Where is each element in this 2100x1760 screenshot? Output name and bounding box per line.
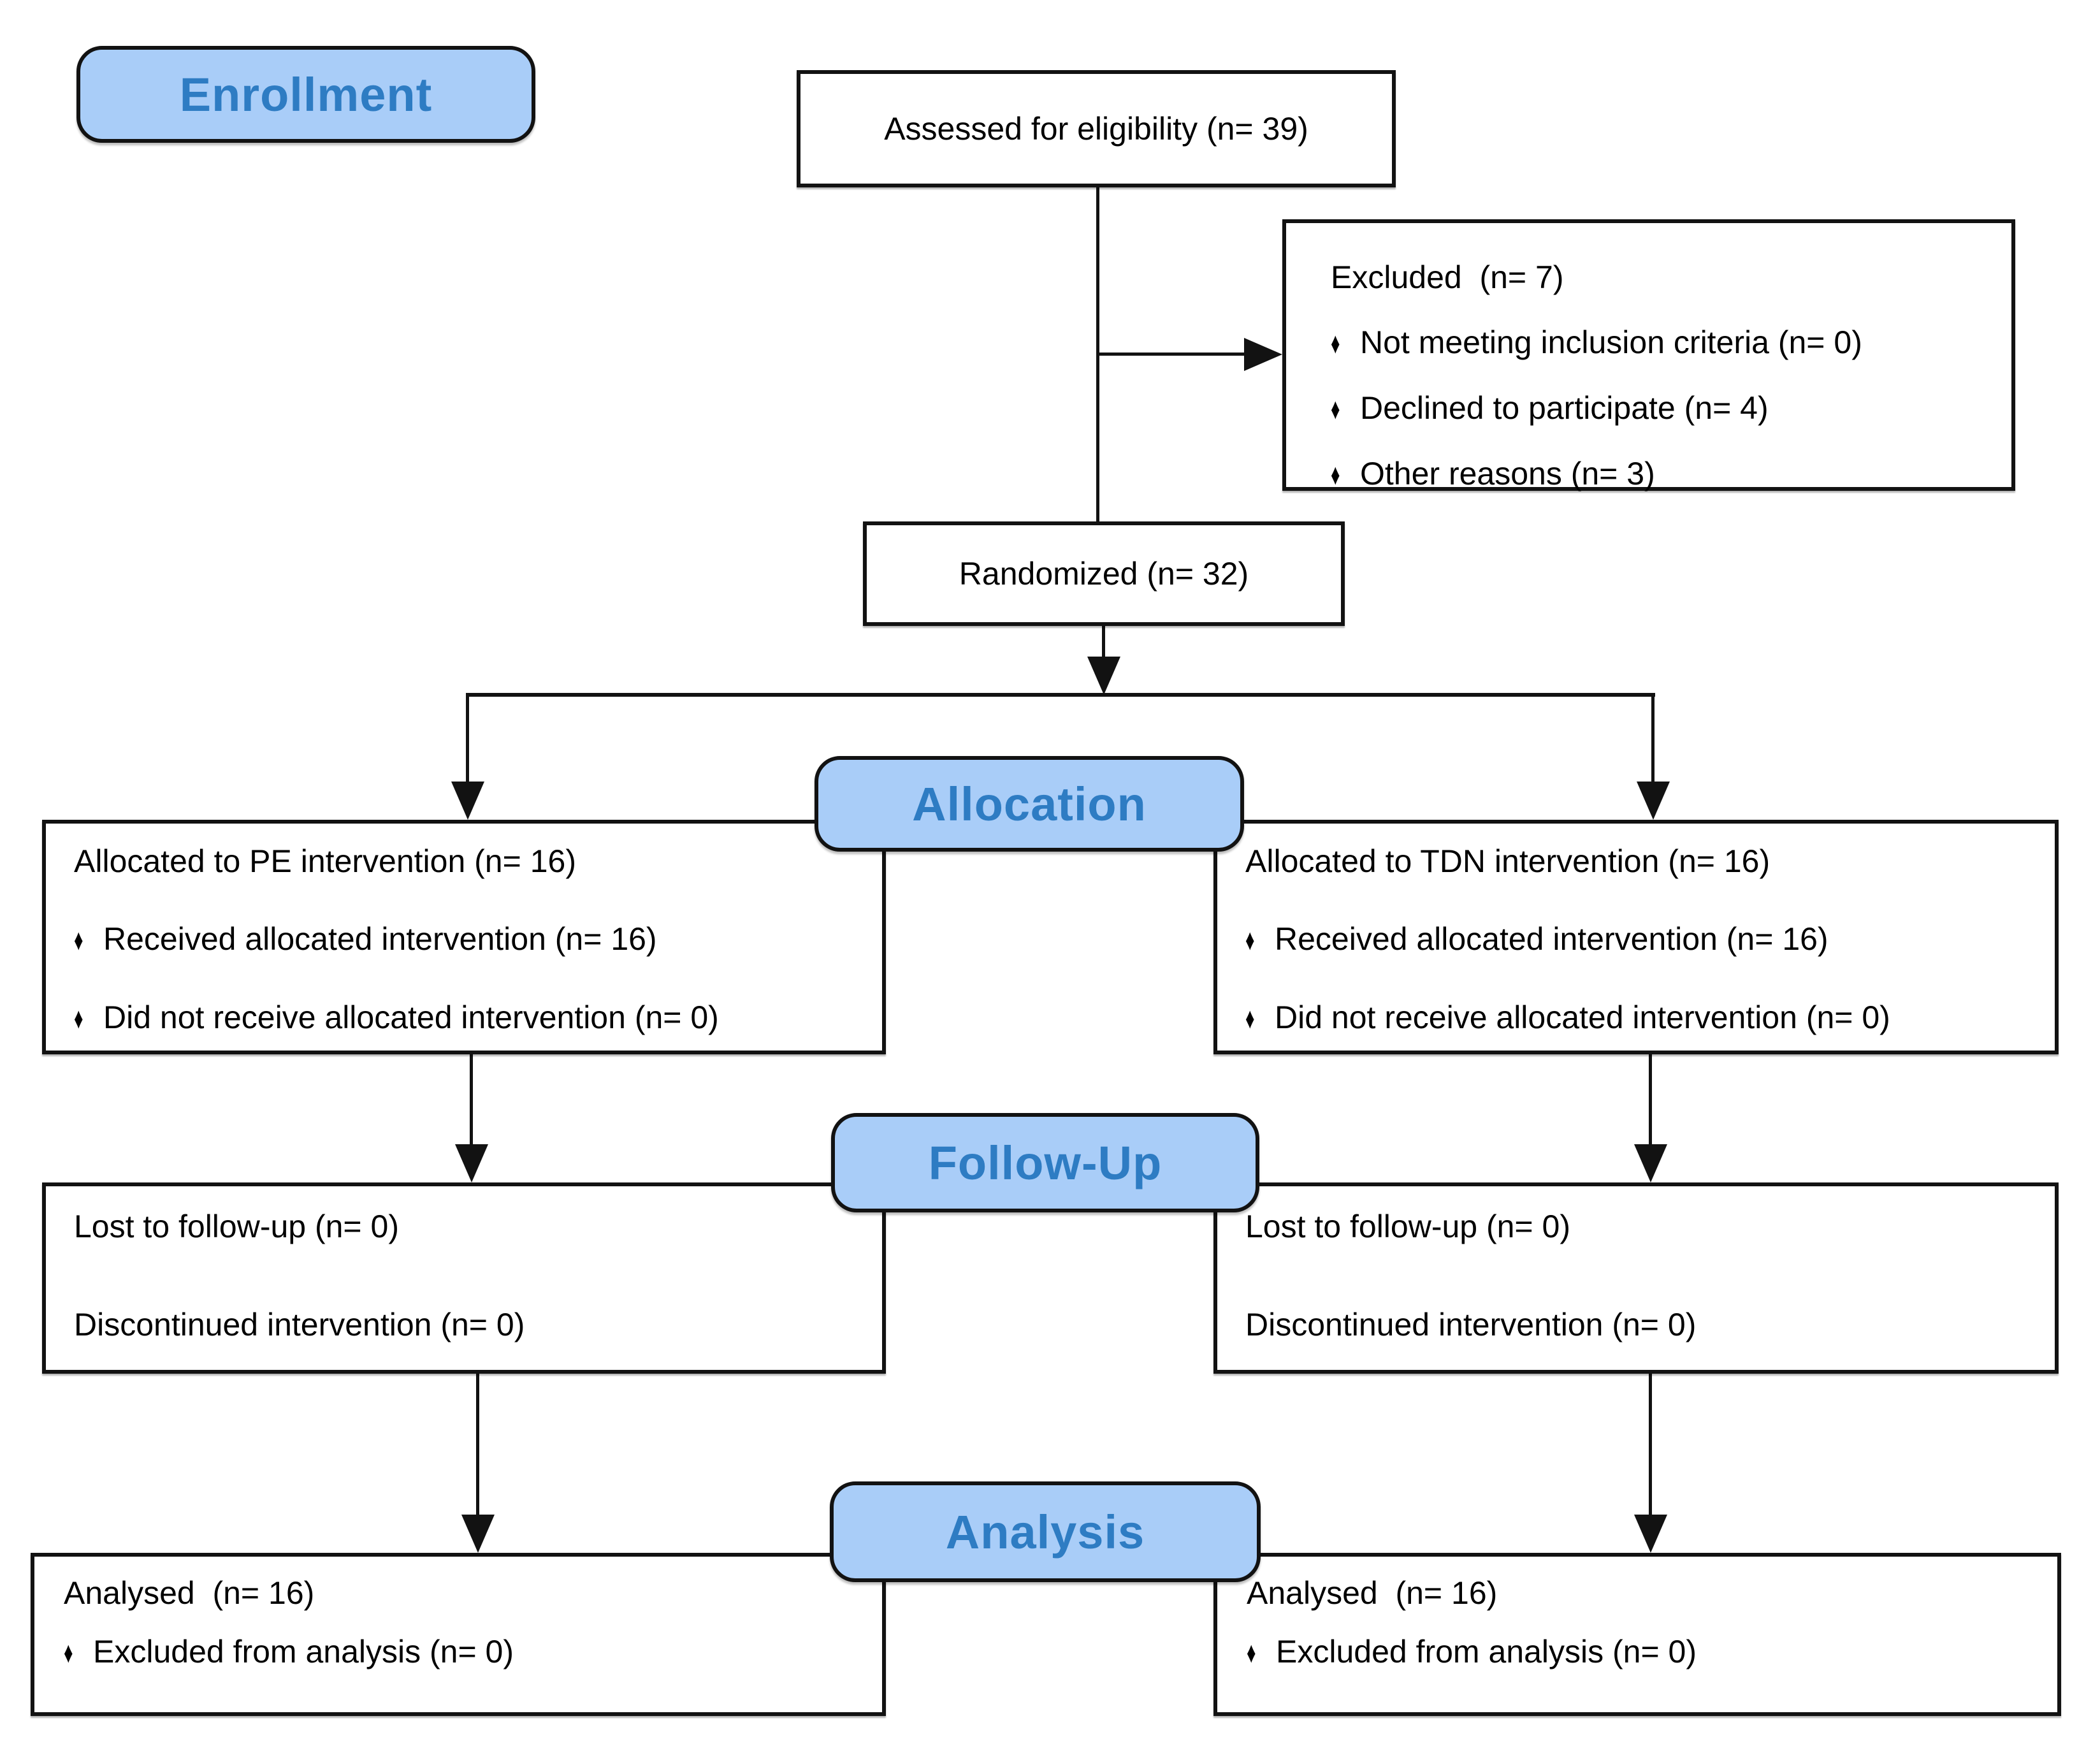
connector-followup-analysis-left: [476, 1374, 479, 1517]
diamond-bullet-icon: ♦: [1331, 326, 1340, 360]
allocation-item-label: Did not receive allocated intervention (…: [1275, 1000, 1890, 1035]
connector-branch-right: [1651, 697, 1655, 784]
arrowhead-allocation-left: [451, 782, 484, 820]
analysis-right-title: Analysed (n= 16): [1247, 1575, 1498, 1611]
allocation-item-label: Received allocated intervention (n= 16): [1275, 921, 1828, 957]
analysis-left-title: Analysed (n= 16): [64, 1575, 315, 1611]
diamond-bullet-icon: ♦: [1245, 923, 1255, 956]
assessed-box: Assessed for eligibility (n= 39): [797, 70, 1396, 187]
excluded-title: Excluded (n= 7): [1331, 259, 1564, 295]
excluded-item: ♦ Other reasons (n= 3): [1331, 455, 1999, 493]
stage-pill-analysis: Analysis: [830, 1481, 1261, 1582]
excluded-item-label: Other reasons (n= 3): [1360, 456, 1655, 491]
analysis-item-label: Excluded from analysis (n= 0): [93, 1634, 514, 1669]
diamond-bullet-icon: ♦: [74, 1001, 83, 1035]
connector-alloc-followup-right: [1649, 1054, 1652, 1147]
allocation-left-title: Allocated to PE intervention (n= 16): [74, 843, 576, 879]
followup-left-line: Lost to follow-up (n= 0): [74, 1209, 399, 1244]
analysis-box-left: Analysed (n= 16) ♦ Excluded from analysi…: [31, 1553, 886, 1716]
stage-label-enrollment: Enrollment: [179, 68, 433, 121]
followup-left-line: Discontinued intervention (n= 0): [74, 1307, 525, 1342]
excluded-item-label: Declined to participate (n= 4): [1360, 390, 1769, 426]
allocation-item: ♦ Received allocated intervention (n= 16…: [74, 920, 869, 958]
allocation-box-left: Allocated to PE intervention (n= 16) ♦ R…: [42, 820, 886, 1054]
excluded-item: ♦ Declined to participate (n= 4): [1331, 389, 1999, 427]
excluded-item: ♦ Not meeting inclusion criteria (n= 0): [1331, 324, 1999, 361]
followup-right-line: Lost to follow-up (n= 0): [1245, 1209, 1570, 1244]
analysis-item: ♦ Excluded from analysis (n= 0): [64, 1633, 869, 1671]
connector-branch-left: [466, 697, 469, 784]
stage-pill-allocation: Allocation: [815, 756, 1244, 852]
arrowhead-analysis-right: [1634, 1515, 1667, 1553]
stage-pill-enrollment: Enrollment: [76, 46, 535, 143]
stage-pill-followup: Follow-Up: [831, 1113, 1259, 1212]
diamond-bullet-icon: ♦: [74, 923, 83, 956]
connector-randomized-to-branch: [1102, 626, 1105, 659]
excluded-box: Excluded (n= 7) ♦ Not meeting inclusion …: [1282, 219, 2015, 491]
analysis-box-right: Analysed (n= 16) ♦ Excluded from analysi…: [1213, 1553, 2061, 1716]
analysis-item-label: Excluded from analysis (n= 0): [1276, 1634, 1697, 1669]
allocation-item: ♦ Did not receive allocated intervention…: [1245, 999, 2042, 1036]
diamond-bullet-icon: ♦: [64, 1636, 73, 1669]
connector-alloc-followup-left: [470, 1054, 473, 1147]
randomized-label: Randomized (n= 32): [959, 556, 1249, 592]
allocation-right-title: Allocated to TDN intervention (n= 16): [1245, 843, 1771, 879]
diamond-bullet-icon: ♦: [1331, 458, 1340, 491]
allocation-item: ♦ Received allocated intervention (n= 16…: [1245, 920, 2042, 958]
arrowhead-followup-left: [455, 1144, 488, 1182]
stage-label-followup: Follow-Up: [928, 1136, 1162, 1189]
connector-to-excluded: [1097, 353, 1247, 356]
allocation-box-right: Allocated to TDN intervention (n= 16) ♦ …: [1213, 820, 2059, 1054]
stage-label-allocation: Allocation: [912, 777, 1147, 831]
diamond-bullet-icon: ♦: [1331, 392, 1340, 425]
arrowhead-branch: [1087, 657, 1120, 695]
arrowhead-allocation-right: [1637, 782, 1670, 820]
arrowhead-excluded: [1244, 338, 1282, 371]
allocation-item: ♦ Did not receive allocated intervention…: [74, 999, 869, 1036]
followup-right-line: Discontinued intervention (n= 0): [1245, 1307, 1697, 1342]
followup-box-left: Lost to follow-up (n= 0) Discontinued in…: [42, 1182, 886, 1374]
assessed-label: Assessed for eligibility (n= 39): [884, 111, 1308, 147]
allocation-item-label: Did not receive allocated intervention (…: [103, 1000, 719, 1035]
diamond-bullet-icon: ♦: [1245, 1001, 1255, 1035]
followup-box-right: Lost to follow-up (n= 0) Discontinued in…: [1213, 1182, 2059, 1374]
allocation-item-label: Received allocated intervention (n= 16): [103, 921, 657, 957]
stage-label-analysis: Analysis: [945, 1505, 1145, 1559]
branch-line: [466, 693, 1655, 697]
diamond-bullet-icon: ♦: [1247, 1636, 1256, 1669]
randomized-box: Randomized (n= 32): [863, 521, 1345, 626]
arrowhead-analysis-left: [461, 1515, 495, 1553]
analysis-item: ♦ Excluded from analysis (n= 0): [1247, 1633, 2045, 1671]
connector-followup-analysis-right: [1649, 1374, 1652, 1517]
arrowhead-followup-right: [1634, 1144, 1667, 1182]
excluded-item-label: Not meeting inclusion criteria (n= 0): [1360, 324, 1862, 360]
